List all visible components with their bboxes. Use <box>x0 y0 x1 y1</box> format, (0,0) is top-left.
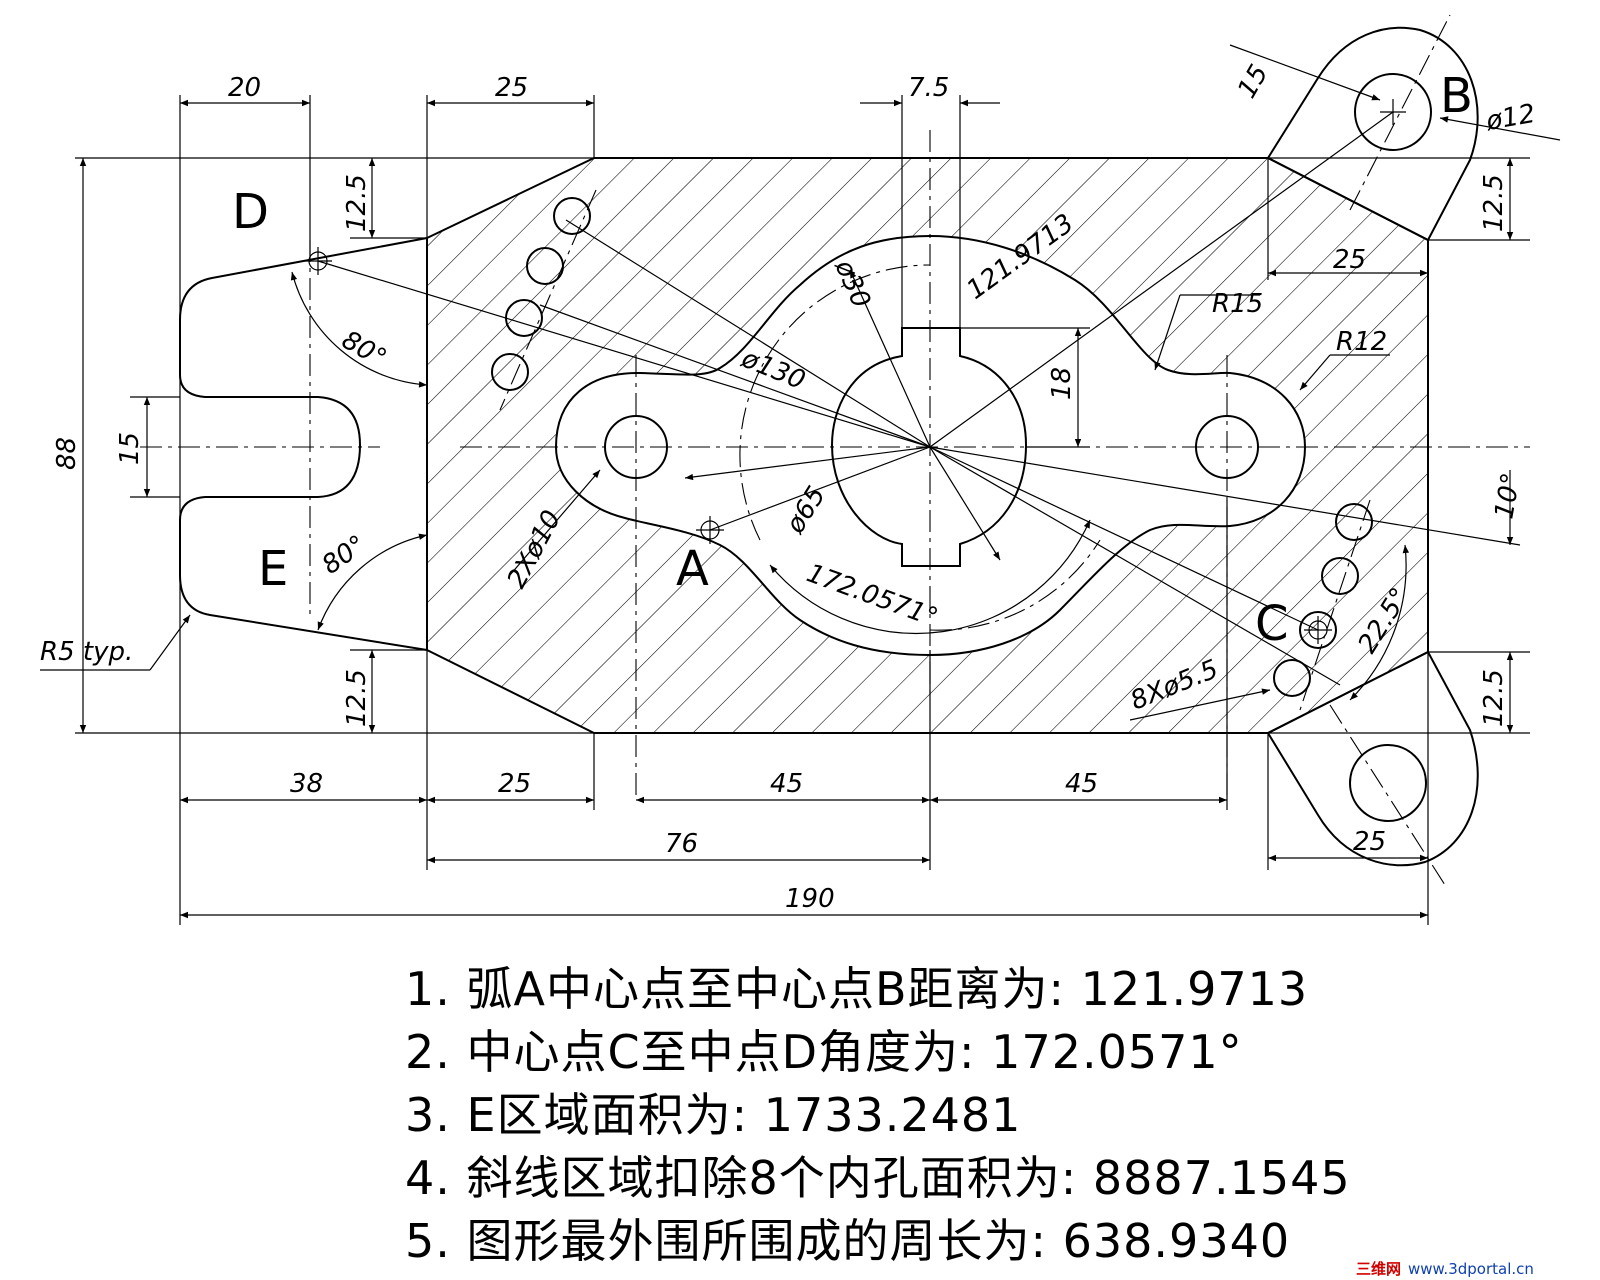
label-d: D <box>232 184 269 240</box>
dim-r12: R12 <box>1336 327 1387 357</box>
dim-7-5: 7.5 <box>908 73 949 103</box>
dim-190: 190 <box>785 884 835 914</box>
dim-25-bottom: 25 <box>498 769 531 799</box>
left-tail-outline <box>179 237 428 651</box>
lug-b <box>1266 26 1479 242</box>
point-markers <box>304 99 1406 644</box>
dim-phi65: ø65 <box>780 481 832 539</box>
dim-10deg: 10° <box>1489 471 1527 522</box>
lug-bottom-right <box>1266 650 1479 867</box>
label-c: C <box>1255 596 1289 652</box>
dim-12-5-tr: 12.5 <box>1479 174 1509 232</box>
dim-r5-typ: R5 typ. <box>40 637 133 667</box>
lug-b-hole <box>1354 73 1432 151</box>
watermark: 三维网 www.3dportal.cn <box>1356 1260 1534 1278</box>
note-5: 5. 图形最外围所围成的周长为: 638.9340 <box>405 1214 1290 1268</box>
dim-25-br: 25 <box>1353 827 1386 857</box>
dim-15-b: 15 <box>1232 60 1275 104</box>
measure-lines <box>317 111 1521 686</box>
watermark-url: www.3dportal.cn <box>1408 1260 1534 1278</box>
dim-12-5-br: 12.5 <box>1479 669 1509 727</box>
notes: 1. 弧A中心点至中心点B距离为: 121.9713 2. 中心点C至中点D角度… <box>405 962 1351 1268</box>
lug-bottom-hole <box>1349 744 1427 822</box>
note-3: 3. E区域面积为: 1733.2481 <box>405 1088 1021 1142</box>
dimension-lines <box>40 44 1561 925</box>
watermark-brand: 三维网 <box>1356 1260 1401 1278</box>
dim-76: 76 <box>665 829 698 859</box>
dim-80-bottom: 80° <box>317 530 372 581</box>
dim-r15: R15 <box>1212 289 1263 319</box>
dim-phi30: ø30 <box>828 255 876 313</box>
label-b: B <box>1440 68 1473 124</box>
dim-12-5-tl: 12.5 <box>342 174 372 232</box>
dim-38: 38 <box>290 769 323 799</box>
small-holes-left <box>491 197 591 391</box>
dim-25-top: 25 <box>495 73 528 103</box>
dim-phi130: ø130 <box>736 343 809 396</box>
point-labels: A B C D E <box>232 68 1473 652</box>
dim-172-0571: 172.0571° <box>803 558 942 633</box>
label-a: A <box>676 541 709 597</box>
note-2: 2. 中心点C至中点D角度为: 172.0571° <box>405 1025 1243 1079</box>
note-1: 1. 弧A中心点至中心点B距离为: 121.9713 <box>405 962 1308 1016</box>
dim-80-top: 80° <box>337 325 392 374</box>
dim-phi12: ø12 <box>1483 99 1537 137</box>
dim-45-left: 45 <box>770 769 803 799</box>
dim-18: 18 <box>1047 367 1077 400</box>
dim-45-right: 45 <box>1065 769 1098 799</box>
dim-25-right: 25 <box>1333 245 1366 275</box>
dim-88: 88 <box>52 437 82 470</box>
dim-20: 20 <box>228 73 261 103</box>
label-e: E <box>258 541 288 597</box>
dim-15-slot: 15 <box>115 432 145 465</box>
small-holes-right <box>1273 503 1373 697</box>
dim-12-5-bl: 12.5 <box>342 669 372 727</box>
note-4: 4. 斜线区域扣除8个内孔面积为: 8887.1545 <box>405 1151 1351 1205</box>
